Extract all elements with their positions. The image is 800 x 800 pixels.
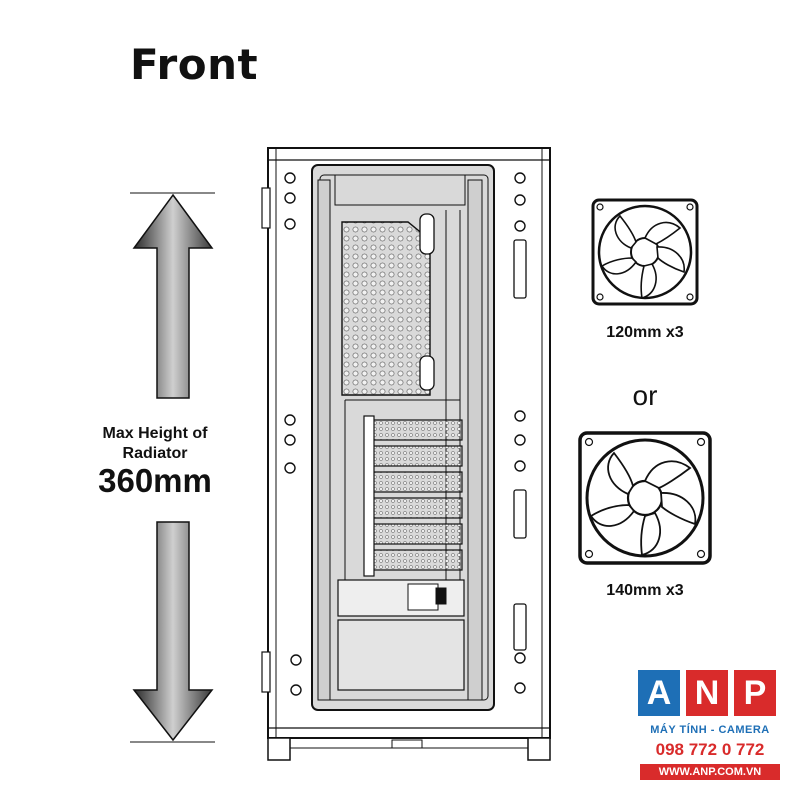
brand-logo: A N P (638, 670, 778, 716)
fan-140-label: 140mm x3 (606, 582, 684, 599)
height-arrow (130, 192, 215, 743)
arrow-up-head (132, 193, 214, 399)
radiator-label: Max Height of Radiator (70, 424, 240, 464)
brand-subtitle: MÁY TÍNH - CAMERA (650, 724, 770, 736)
right-screw-holes (514, 172, 526, 694)
logo-letter-p: P (734, 670, 776, 716)
fan-140-icon (578, 431, 712, 565)
brand-website: WWW.ANP.COM.VN (640, 764, 780, 780)
logo-letter-n: N (686, 670, 728, 716)
or-separator: or (632, 380, 658, 411)
page-title: Front (130, 40, 259, 89)
psu-shroud (337, 579, 465, 691)
radiator-label-line2: Radiator (122, 445, 188, 462)
arrow-down-head (132, 521, 214, 742)
right-side-slots (513, 239, 527, 651)
logo-letter-a: A (638, 670, 680, 716)
fan-120-icon (591, 198, 699, 306)
brand-phone: 098 772 0 772 (655, 740, 765, 759)
left-screw-holes (284, 172, 302, 696)
expansion-slots (363, 415, 463, 577)
radiator-height-value: 360mm (98, 462, 212, 499)
fan-120-label: 120mm x3 (606, 324, 684, 341)
radiator-label-line1: Max Height of (102, 425, 208, 442)
